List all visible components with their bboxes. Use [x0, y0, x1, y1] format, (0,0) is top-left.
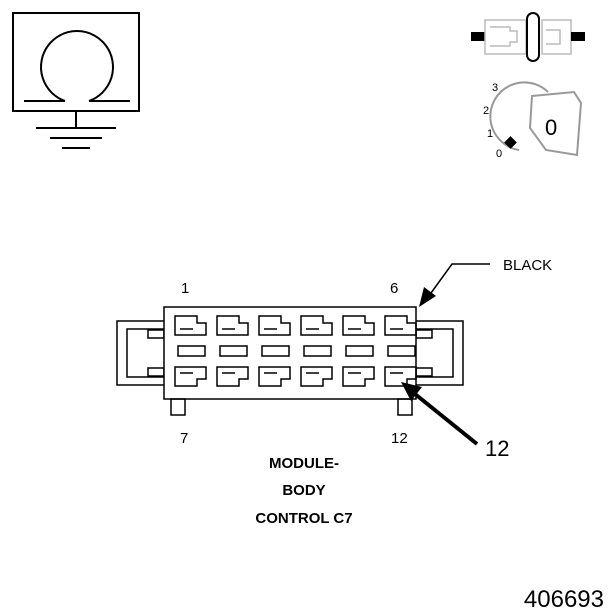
ignition-position-2: 2 — [483, 105, 489, 117]
cavity-pin-7 — [174, 366, 207, 387]
connector-cavities — [174, 315, 417, 387]
connector-title: MODULE- BODY CONTROL C7 — [255, 455, 352, 527]
wire-color-callout: BLACK — [419, 257, 552, 307]
connector-left-latch — [116, 320, 164, 386]
connector-left-tab-bottom — [147, 367, 165, 377]
ignition-position-3: 3 — [492, 82, 498, 94]
connector-right-lead — [571, 32, 585, 41]
connector-latch — [526, 12, 540, 62]
pin-callout-label: 12 — [485, 436, 509, 461]
connector-right-half — [541, 19, 572, 55]
cavity-separator-4 — [303, 345, 332, 357]
connector-disconnect-icon — [471, 12, 585, 62]
cavity-pin-5 — [342, 315, 375, 336]
connector-title-line-2: BODY — [282, 482, 325, 499]
ohmmeter-ground-icon — [12, 12, 140, 149]
ignition-key-head — [528, 90, 583, 157]
connector-right-latch — [416, 320, 464, 386]
connector-left-detail — [490, 26, 518, 47]
connector-body — [163, 306, 417, 400]
cavity-pin-11 — [342, 366, 375, 387]
cavity-pin-2 — [216, 315, 249, 336]
connector-right-latch-inner — [416, 328, 454, 378]
connector-right-detail — [546, 29, 561, 45]
wire-color-label: BLACK — [503, 257, 552, 274]
cavity-pin-4 — [300, 315, 333, 336]
ignition-position-0: 0 — [496, 148, 502, 160]
cavity-pin-10 — [300, 366, 333, 387]
pin-label-12: 12 — [391, 430, 408, 447]
cavity-separator-5 — [345, 345, 374, 357]
pin-callout: 12 — [401, 382, 509, 461]
pin-label-7: 7 — [180, 430, 188, 447]
cavity-separator-2 — [219, 345, 248, 357]
connector-right-tab-bottom — [415, 367, 433, 377]
pin-callout-arrow — [413, 392, 479, 446]
cavity-pin-1 — [174, 315, 207, 336]
cavity-pin-9 — [258, 366, 291, 387]
cavity-separator-1 — [177, 345, 206, 357]
figure-id: 406693 — [524, 586, 604, 613]
connector-left-tab-top — [147, 329, 165, 339]
wire-color-arrowhead — [419, 287, 436, 307]
pin-label-1: 1 — [181, 280, 189, 297]
module-connector — [116, 306, 464, 416]
pin-callout-arrowhead — [401, 382, 422, 401]
cavity-pin-3 — [258, 315, 291, 336]
ignition-position-1: 1 — [487, 128, 493, 140]
ignition-key-position-label: 0 — [545, 115, 557, 140]
connector-title-line-1: MODULE- — [269, 455, 339, 472]
cavity-pin-6 — [384, 315, 417, 336]
ohmmeter-frame — [12, 12, 140, 112]
cavity-pin-8 — [216, 366, 249, 387]
connector-title-line-3: CONTROL C7 — [255, 510, 352, 527]
wire-color-leader — [430, 263, 490, 294]
cavity-separator-3 — [261, 345, 290, 357]
cavity-separator-6 — [387, 345, 416, 357]
connector-left-lead — [471, 32, 485, 41]
connector-left-latch-inner — [126, 328, 164, 378]
connector-left-half — [484, 19, 527, 55]
connector-foot-left — [170, 398, 186, 416]
ignition-key-icon: 3 2 1 0 0 — [483, 81, 583, 160]
cavity-pin-12 — [384, 366, 417, 387]
omega-arc — [40, 30, 114, 102]
pin-label-6: 6 — [390, 280, 398, 297]
connector-right-tab-top — [415, 329, 433, 339]
connector-foot-right — [397, 398, 413, 416]
